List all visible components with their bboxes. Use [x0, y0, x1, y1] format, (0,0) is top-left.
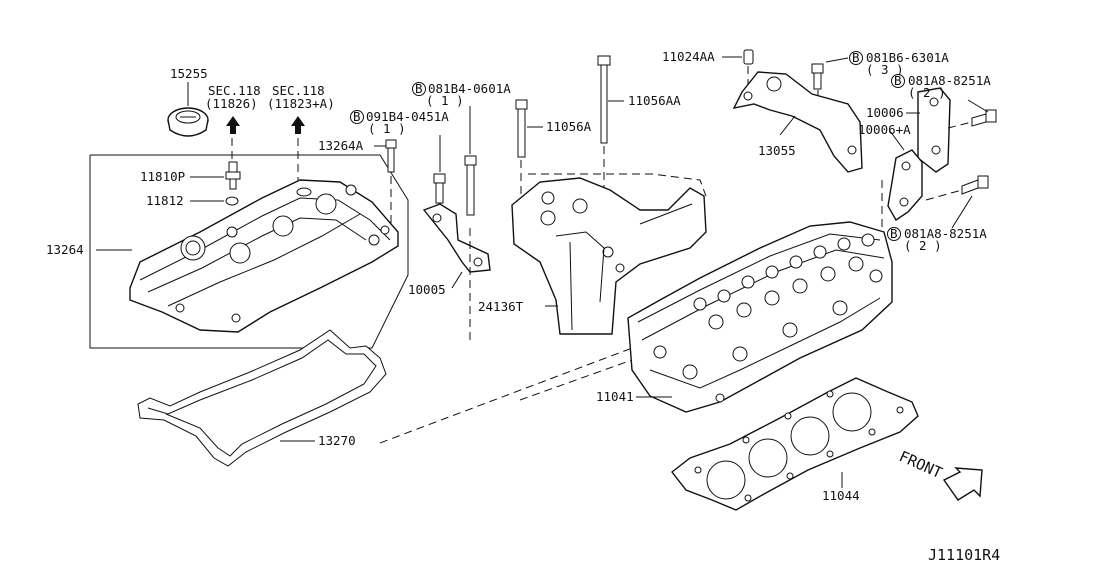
label-sec-118-a-line2: (11826): [205, 96, 258, 111]
label-24136t: 24136T: [478, 299, 524, 314]
bolt-marker-text: B: [894, 73, 902, 88]
bolt-081a8-8251a-bottom: [961, 175, 989, 195]
label-10006a: 10006+A: [858, 122, 911, 137]
pcv-valve-11810p: [225, 161, 241, 190]
cylinder-head-11041: [627, 221, 893, 413]
rocker-cover-13264: [129, 179, 399, 333]
bolt-marker-text: B: [353, 109, 361, 124]
bolt-marker-text: B: [852, 50, 860, 65]
bolt-091b4-0451a: [433, 173, 446, 204]
head-gasket-11044: [671, 377, 919, 511]
bracket-10005: [422, 203, 491, 273]
bolt-marker-icon: [412, 82, 426, 96]
label-13264: 13264: [46, 242, 84, 257]
front-label: FRONT: [896, 447, 945, 482]
cover-group-frame: [89, 154, 409, 349]
label-11812: 11812: [146, 193, 184, 208]
camshaft-bracket-24136t: [511, 177, 707, 335]
bolt-11056aa: [597, 55, 611, 144]
label-15255: 15255: [170, 66, 208, 81]
bolt-11056a: [515, 99, 528, 158]
label-081a8-8251a-top: 081A8-8251A: [908, 73, 991, 88]
label-11041: 11041: [596, 389, 634, 404]
label-11056aa: 11056AA: [628, 93, 681, 108]
bolt-marker-icon: [350, 110, 364, 124]
rocker-cover-gasket-13270: [137, 329, 387, 467]
bolt-13264a: [385, 139, 397, 173]
label-11810p: 11810P: [140, 169, 185, 184]
sec-arrow-icon: [291, 116, 305, 134]
dowel-11024aa: [743, 49, 754, 65]
label-13264a: 13264A: [318, 138, 364, 153]
bolt-marker-text: B: [415, 81, 423, 96]
label-081b4-0601a-qty: ( 1 ): [426, 93, 464, 108]
diagram-code: J11101R4: [928, 546, 1000, 564]
stud-081b4-0601a: [464, 155, 477, 216]
label-081b6-6301a: 081B6-6301A: [866, 50, 949, 65]
label-081a8-8251a-bottom: 081A8-8251A: [904, 226, 987, 241]
oil-filler-cap-15255: [167, 107, 209, 137]
label-10005: 10005: [408, 282, 446, 297]
bracket-10006: [917, 87, 951, 173]
label-081b4-0601a: 081B4-0601A: [428, 81, 511, 96]
label-11056a: 11056A: [546, 119, 592, 134]
bracket-10006a: [887, 149, 923, 221]
bolt-marker-icon: [891, 74, 905, 88]
rocker-cover-group: [89, 82, 409, 349]
label-081b6-6301a-qty: ( 3 ): [866, 62, 904, 77]
label-sec-118-b-line1: SEC.118: [272, 83, 325, 98]
bolt-marker-icon: [887, 227, 901, 241]
label-sec-118-a-line1: SEC.118: [208, 83, 261, 98]
label-sec-118-b-line2: (11823+A): [267, 96, 335, 111]
label-091b4-0451a-qty: ( 1 ): [368, 121, 406, 136]
sec-arrow-icon: [226, 116, 240, 134]
bolt-marker-text: B: [890, 226, 898, 241]
label-081a8-8251a-top-qty: ( 2 ): [908, 85, 946, 100]
label-11044: 11044: [822, 488, 860, 503]
label-10006: 10006: [866, 105, 904, 120]
bracket-13055: [732, 71, 863, 173]
label-091b4-0451a: 091B4-0451A: [366, 109, 449, 124]
grommet-11812: [225, 196, 239, 206]
label-081a8-8251a-bottom-qty: ( 2 ): [904, 238, 942, 253]
label-13270: 13270: [318, 433, 356, 448]
bolt-081a8-8251a-top: [971, 109, 997, 127]
bolt-081b6-6301a: [811, 63, 824, 90]
label-11024aa: 11024AA: [662, 49, 715, 64]
bolt-marker-icon: [849, 51, 863, 65]
label-13055: 13055: [758, 143, 796, 158]
front-direction-arrow-icon: [942, 467, 983, 501]
